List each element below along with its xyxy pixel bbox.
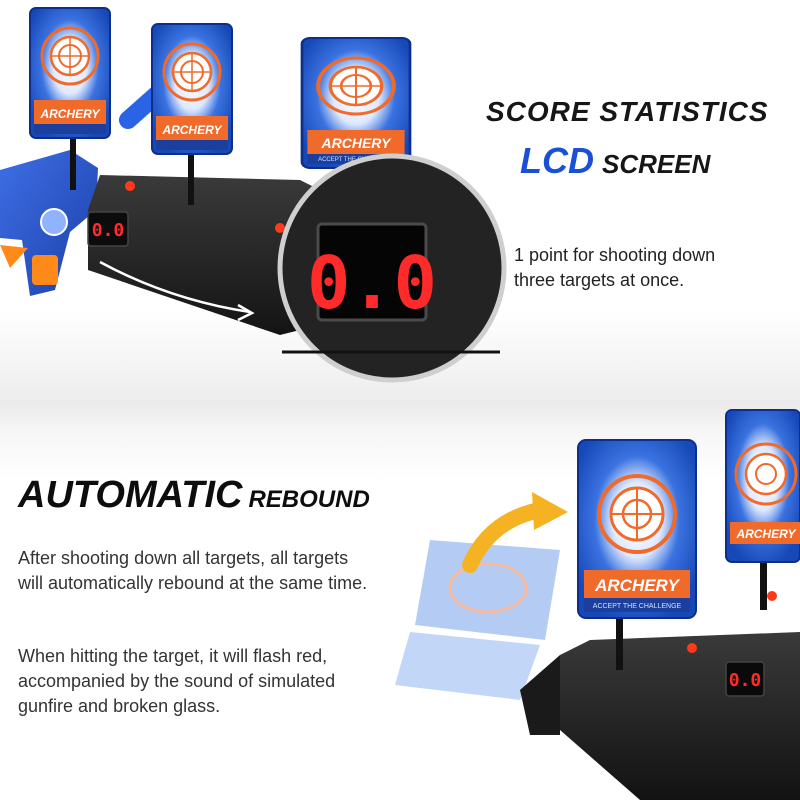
svg-text:ARCHERY: ARCHERY (735, 527, 796, 541)
rebound-feature-panel: 0.0 ARCHERY ACCEPT THE CHALLENGE (0, 400, 800, 800)
rebound-product-illustration: 0.0 ARCHERY ACCEPT THE CHALLENGE (395, 409, 800, 800)
rebound-heading-word: REBOUND (248, 486, 370, 513)
target-plate-right: ARCHERY ACCEPT THE CHALLENGE (302, 38, 410, 168)
lcd-screen-heading: LCD SCREEN (520, 140, 710, 182)
score-statistics-heading: SCORE STATISTICS (486, 96, 769, 127)
small-lcd-readout: 0.0 (92, 220, 125, 241)
svg-text:ARCHERY: ARCHERY (161, 123, 222, 137)
toy-blaster-icon (0, 150, 98, 296)
target-plate-middle: ARCHERY (150, 22, 234, 156)
hit-feedback-description: When hitting the target, it will flash r… (18, 646, 336, 716)
rebound-target-front: ARCHERY ACCEPT THE CHALLENGE (577, 439, 697, 619)
svg-text:ARCHERY: ARCHERY (39, 107, 100, 121)
target-base: 0.0 (70, 128, 346, 335)
lcd-product-illustration: 0.0 ARCHERY ARCHERY ARCHERY ACCEPT THE C… (0, 6, 507, 383)
target-plate-left: ARCHERY (28, 6, 112, 140)
rebound-description: After shooting down all targets, all tar… (18, 548, 368, 593)
rebound-target-base: 0.0 (520, 550, 800, 800)
scoring-description: 1 point for shooting down three targets … (514, 245, 716, 290)
svg-text:ACCEPT THE CHALLENGE: ACCEPT THE CHALLENGE (593, 603, 682, 610)
screen-heading-word: SCREEN (602, 149, 711, 179)
lcd-heading-word: LCD (520, 140, 594, 181)
lcd-zoom-callout: 0.0 (99, 153, 507, 383)
fallen-target-ghost (395, 540, 560, 700)
rebound-lcd-readout: 0.0 (729, 670, 762, 691)
lcd-feature-panel: 0.0 ARCHERY ARCHERY ARCHERY ACCEPT THE C… (0, 0, 800, 400)
large-lcd-readout: 0.0 (307, 241, 437, 325)
rebound-arrow-icon (462, 492, 568, 573)
svg-text:ARCHERY: ARCHERY (594, 576, 680, 595)
svg-text:ARCHERY: ARCHERY (321, 135, 393, 151)
automatic-heading-word: AUTOMATIC (18, 474, 243, 516)
rebound-target-back: ARCHERY (725, 409, 800, 563)
